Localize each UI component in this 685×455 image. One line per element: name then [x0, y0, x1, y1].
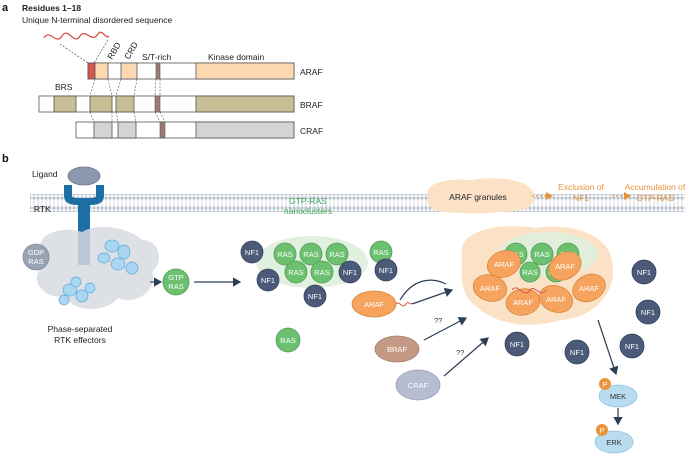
braf-domain-bar	[38, 95, 295, 113]
nf1-text: NF1	[625, 342, 639, 351]
gtp-ras	[162, 268, 190, 296]
nf1-text: NF1	[343, 268, 357, 277]
gdp-ras-label: RAS	[28, 257, 43, 266]
araf-text: ARAF	[494, 260, 514, 269]
ras-text: RAS	[277, 250, 292, 259]
nf1-text: NF1	[510, 340, 524, 349]
nf1-text: NF1	[245, 248, 259, 257]
nf1-text: NF1	[379, 266, 393, 275]
granule-n-term-tails	[511, 287, 547, 294]
gdp-label: GDP	[28, 248, 44, 257]
ras-text: RAS	[522, 268, 537, 277]
phase-separated-label-2: RTK effectors	[54, 335, 106, 345]
arrow-craf-to-granule	[443, 337, 489, 377]
craf-protein	[395, 369, 441, 401]
ras-text: RAS	[534, 250, 549, 259]
ligand-shape	[67, 166, 101, 186]
nanoclusters-label-2: nanoclusters	[284, 206, 332, 216]
brs-label: BRS	[55, 82, 73, 92]
granule-araf-group: ARAF ARAF ARAF ARAF ARAF ARAF	[472, 250, 606, 316]
mek-phospho-text: P	[602, 380, 607, 389]
crd-label: CRD	[122, 40, 140, 61]
ras-text: RAS	[280, 336, 295, 345]
rtk-effector-droplets	[58, 239, 139, 306]
mek-phospho-badge	[599, 378, 611, 390]
nf1-text: NF1	[637, 268, 651, 277]
braf-protein	[374, 335, 420, 363]
gtp-ras-label: RAS	[168, 282, 183, 291]
phase-separated-label-1: Phase-separated	[48, 324, 113, 334]
unknown-craf-label: ??	[456, 348, 464, 357]
araf-text: ARAF	[555, 262, 575, 271]
araf-text: ARAF	[364, 300, 384, 309]
gtp-label: GTP	[168, 273, 183, 282]
erk-text: ERK	[606, 438, 621, 447]
erk-protein	[594, 430, 634, 454]
braf-bar-label: BRAF	[300, 100, 323, 110]
zoom-line-left	[59, 43, 89, 64]
mek-protein	[598, 384, 638, 408]
araf-bar-label: ARAF	[300, 67, 323, 77]
craf-bar-label: CRAF	[300, 126, 323, 136]
rtk-label: RTK	[34, 204, 51, 214]
nf1-text: NF1	[570, 348, 584, 357]
araf-granules-label: ARAF granules	[449, 192, 507, 202]
ras-text: RAS	[373, 248, 388, 257]
araf-recruit-line	[399, 279, 447, 301]
nf1-group: NF1 NF1 NF1 NF1 NF1 NF1 NF1 NF1 NF1 NF1	[240, 240, 661, 365]
araf-n-term-tail	[395, 302, 413, 307]
arrow-granule-to-mek	[597, 319, 619, 376]
exclusion-label-2: NF1	[573, 193, 589, 203]
araf-granules-badge	[427, 178, 535, 214]
arrow-araf-to-granule	[411, 287, 454, 305]
gdp-ras	[22, 243, 50, 271]
arrow-braf-to-granule	[423, 317, 468, 341]
araf-domain-bar	[87, 62, 295, 80]
ras-text: RAS	[329, 250, 344, 259]
panel-a-label: a	[2, 2, 9, 14]
st-rich-label: S/T-rich	[142, 52, 172, 62]
araf-text: ARAF	[513, 298, 533, 307]
rbd-label: RBD	[105, 40, 123, 61]
araf-text: ARAF	[546, 295, 566, 304]
nf1-text: NF1	[308, 292, 322, 301]
residues-subtitle: Unique N-terminal disordered sequence	[22, 15, 173, 25]
ras-text: RAS	[314, 268, 329, 277]
ras-text: RAS	[288, 268, 303, 277]
alignment-connectors	[89, 78, 166, 123]
craf-domain-bar	[75, 121, 295, 139]
rtk-receptor	[64, 185, 104, 265]
accumulation-label-2: GTP-RAS	[636, 193, 674, 203]
braf-text: BRAF	[387, 345, 407, 354]
mek-text: MEK	[610, 392, 626, 401]
araf-text: ARAF	[579, 284, 599, 293]
nf1-text: NF1	[641, 308, 655, 317]
nf1-text: NF1	[261, 276, 275, 285]
araf-text: ARAF	[480, 284, 500, 293]
erk-phospho-badge	[596, 424, 608, 436]
zoom-line-right	[93, 39, 109, 64]
exclusion-label-1: Exclusion of	[558, 182, 604, 192]
panel-b-label: b	[2, 153, 9, 165]
ligand-label: Ligand	[32, 169, 58, 179]
accumulation-label-1: Accumulation of	[625, 182, 685, 192]
kinase-domain-label: Kinase domain	[208, 52, 265, 62]
nanoclusters-label-1: GTP-RAS	[289, 196, 327, 206]
unknown-braf-label: ??	[434, 316, 442, 325]
ras-text: RAS	[303, 250, 318, 259]
disordered-sequence-squiggle	[43, 31, 110, 40]
craf-text: CRAF	[408, 381, 429, 390]
nanocluster-ras-group: RAS RAS RAS RAS RAS RAS RAS	[273, 240, 393, 353]
residues-title: Residues 1–18	[22, 3, 81, 13]
erk-phospho-text: P	[599, 426, 604, 435]
phase-separated-condensate	[36, 226, 159, 310]
